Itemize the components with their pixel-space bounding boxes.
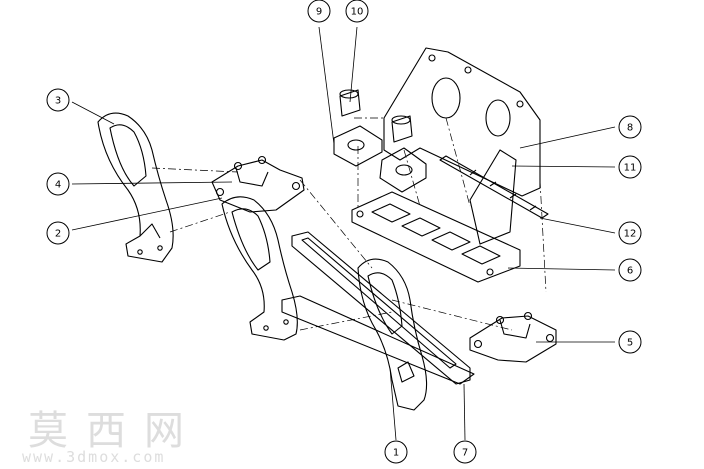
part-10-collar <box>339 89 413 143</box>
balloon-label: 6 <box>627 266 633 277</box>
leader-lines <box>71 26 616 441</box>
balloon-9: 9 <box>307 0 331 23</box>
watermark-chinese: 莫西网 <box>28 408 202 454</box>
balloon-label: 9 <box>316 7 322 18</box>
balloon-circle <box>453 440 477 464</box>
balloon-11: 11 <box>618 155 642 179</box>
balloon-7: 7 <box>453 440 477 464</box>
balloon-circle <box>46 221 70 245</box>
balloon-label: 4 <box>55 180 61 191</box>
part-11-gusset <box>469 149 517 245</box>
balloon-label: 12 <box>624 229 637 240</box>
balloon-label: 7 <box>462 448 468 459</box>
balloon-label: 10 <box>351 7 364 18</box>
balloon-5: 5 <box>618 330 642 354</box>
balloon-label: 3 <box>55 96 61 107</box>
balloon-2: 2 <box>46 221 70 245</box>
part-5-cross-bracket <box>469 311 557 363</box>
part-3-arm-bracket <box>97 112 174 263</box>
balloon-circle <box>345 0 369 23</box>
balloon-10: 10 <box>345 0 369 23</box>
balloon-1: 1 <box>384 440 408 464</box>
part-2-arm-bracket <box>221 196 298 341</box>
balloon-4: 4 <box>46 172 70 196</box>
balloon-circle <box>618 221 642 245</box>
assembly-lines <box>151 117 547 331</box>
balloon-8: 8 <box>618 115 642 139</box>
part-1-arm-bracket <box>357 258 428 411</box>
balloon-circle <box>307 0 331 23</box>
balloon-label: 2 <box>55 229 61 240</box>
balloon-label: 1 <box>393 448 399 459</box>
balloon-circle <box>618 330 642 354</box>
balloon-3: 3 <box>46 88 70 112</box>
part-6-slotted-platform <box>351 191 521 283</box>
balloon-circle <box>46 88 70 112</box>
balloon-circle <box>46 172 70 196</box>
balloon-circle <box>618 258 642 282</box>
balloon-circle <box>618 155 642 179</box>
balloon-12: 12 <box>618 221 642 245</box>
balloon-circle <box>384 440 408 464</box>
part-7-slotted-rail <box>281 231 475 385</box>
watermark-url: www.3dmox.com <box>22 448 166 466</box>
part-9-clamp <box>333 125 427 193</box>
balloon-label: 5 <box>627 338 633 349</box>
balloon-circle <box>618 115 642 139</box>
balloon-label: 11 <box>624 163 637 174</box>
part-8-motor-mount-plate <box>383 47 541 197</box>
balloon-6: 6 <box>618 258 642 282</box>
part-12-threaded-rod <box>439 155 549 219</box>
balloon-label: 8 <box>627 123 633 134</box>
